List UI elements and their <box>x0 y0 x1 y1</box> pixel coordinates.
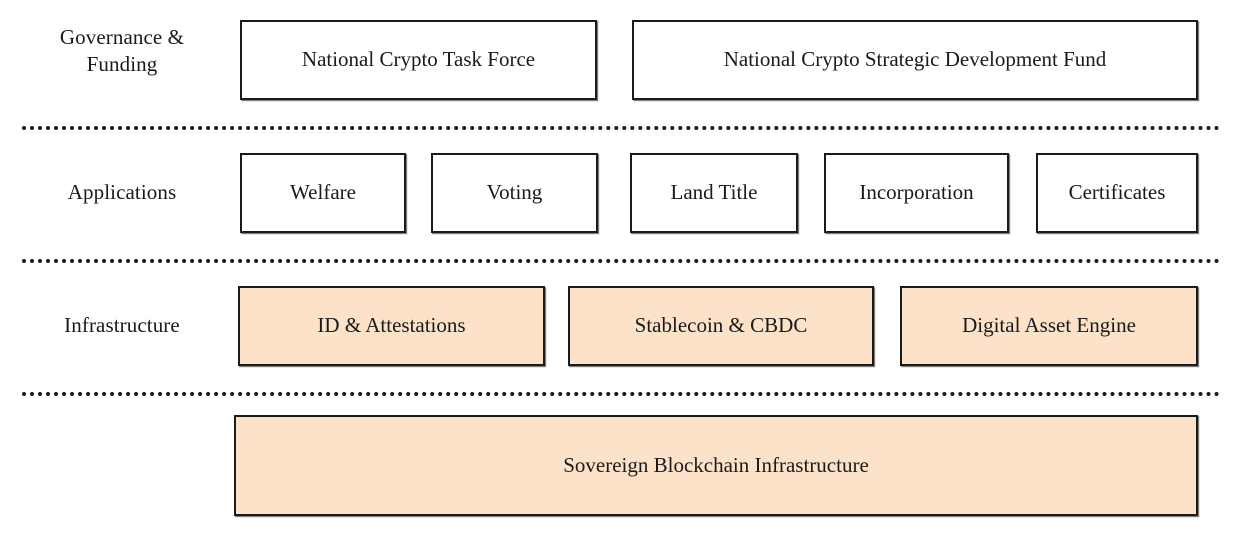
row-label-infrastructure: Infrastructure <box>64 313 180 337</box>
node-label-national-crypto-strategic-development-fund: National Crypto Strategic Development Fu… <box>723 47 1107 72</box>
node-sovereign-blockchain-infrastructure: Sovereign Blockchain Infrastructure <box>234 415 1198 516</box>
row-label-governance-funding: Governance & Funding <box>59 25 185 77</box>
node-incorporation: Incorporation <box>824 153 1009 233</box>
separator-governance-applications <box>22 126 1220 130</box>
node-label-stablecoin-and-cbdc: Stablecoin & CBDC <box>634 313 808 338</box>
row-label-applications: Applications <box>67 180 177 204</box>
node-label-certificates: Certificates <box>1068 180 1166 205</box>
node-id-and-attestations: ID & Attestations <box>238 286 545 366</box>
node-label-id-and-attestations: ID & Attestations <box>317 313 466 338</box>
node-stablecoin-and-cbdc: Stablecoin & CBDC <box>568 286 874 366</box>
node-voting: Voting <box>431 153 598 233</box>
node-certificates: Certificates <box>1036 153 1198 233</box>
node-land-title: Land Title <box>630 153 798 233</box>
separator-infrastructure-base <box>22 392 1220 396</box>
node-label-national-crypto-task-force: National Crypto Task Force <box>301 47 536 72</box>
node-digital-asset-engine: Digital Asset Engine <box>900 286 1198 366</box>
node-national-crypto-strategic-development-fund: National Crypto Strategic Development Fu… <box>632 20 1198 100</box>
node-label-incorporation: Incorporation <box>859 180 974 205</box>
node-label-land-title: Land Title <box>670 180 758 205</box>
node-label-voting: Voting <box>486 180 543 205</box>
separator-applications-infrastructure <box>22 259 1220 263</box>
node-label-digital-asset-engine: Digital Asset Engine <box>962 313 1136 338</box>
node-label-sovereign-blockchain-infrastructure: Sovereign Blockchain Infrastructure <box>563 452 869 477</box>
node-welfare: Welfare <box>240 153 406 233</box>
node-label-welfare: Welfare <box>290 180 356 205</box>
node-national-crypto-task-force: National Crypto Task Force <box>240 20 597 100</box>
